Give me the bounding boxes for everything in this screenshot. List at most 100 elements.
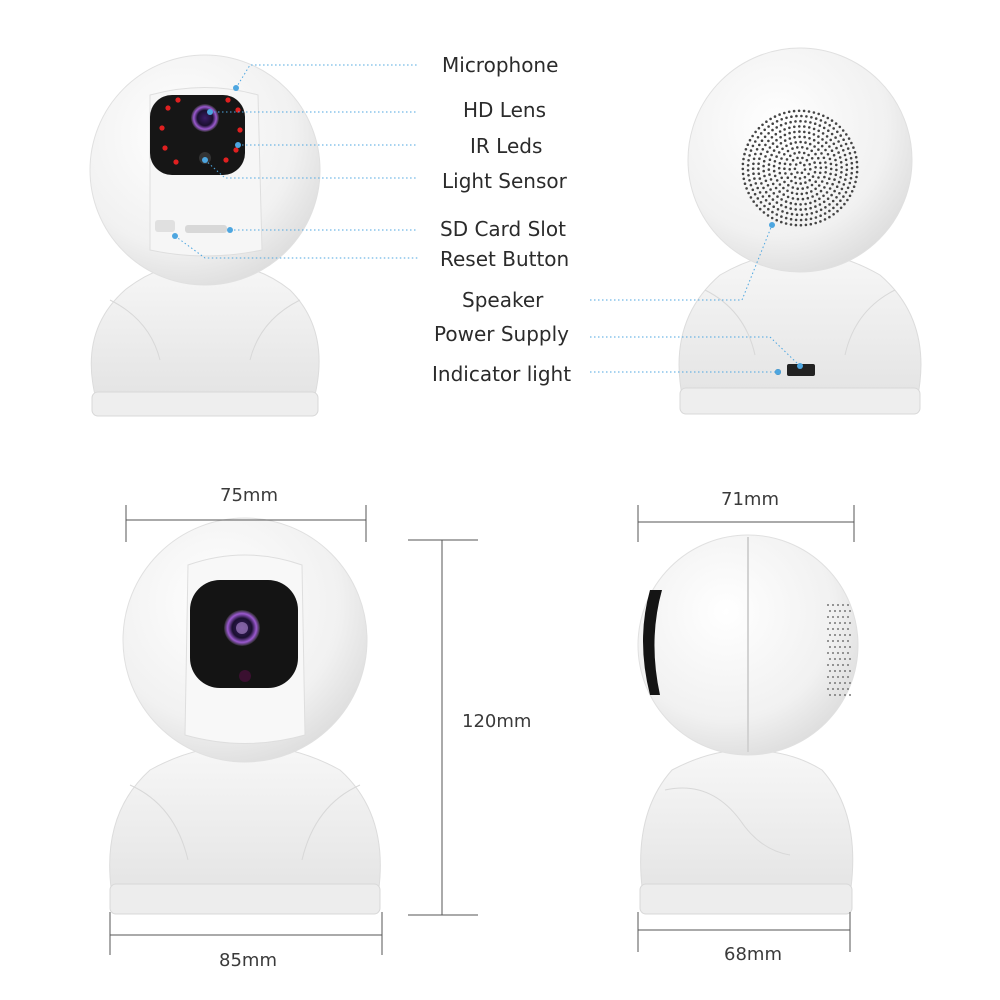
speaker-hole <box>845 173 848 176</box>
speaker-hole <box>827 129 830 132</box>
dim-front-top-width: 75mm <box>220 485 278 506</box>
speaker-hole <box>845 163 848 167</box>
speaker-hole <box>842 604 844 606</box>
dim-height: 120mm <box>462 711 531 732</box>
dim-side-top-width: 71mm <box>721 489 779 510</box>
speaker-hole <box>758 191 762 194</box>
speaker-hole <box>771 210 774 214</box>
speaker-hole <box>817 156 820 160</box>
speaker-hole <box>819 214 822 217</box>
speaker-hole <box>842 640 844 642</box>
speaker-hole <box>780 176 783 180</box>
speaker-hole <box>748 138 752 142</box>
speaker-hole <box>840 171 843 174</box>
speaker-hole <box>844 658 846 660</box>
speaker-hole <box>810 116 813 119</box>
speaker-hole <box>767 163 771 166</box>
speaker-hole <box>748 179 751 182</box>
speaker-hole <box>820 152 823 155</box>
speaker-hole <box>817 176 820 179</box>
speaker-hole <box>834 694 836 696</box>
speaker-hole <box>830 132 834 136</box>
speaker-hole <box>842 652 844 654</box>
speaker-hole <box>796 171 799 174</box>
speaker-hole <box>836 209 839 213</box>
label-speaker: Speaker <box>462 288 544 312</box>
speaker-hole <box>829 610 831 612</box>
speaker-hole <box>823 175 826 179</box>
speaker-hole <box>844 610 846 612</box>
speaker-hole <box>783 180 786 184</box>
speaker-hole <box>785 144 788 148</box>
speaker-hole <box>761 195 765 198</box>
speaker-hole <box>835 203 839 206</box>
speaker-hole <box>743 182 747 185</box>
speaker-hole <box>781 210 784 213</box>
speaker-hole <box>800 192 804 196</box>
speaker-hole <box>775 138 778 142</box>
speaker-hole <box>784 216 788 220</box>
speaker-hole <box>839 646 841 648</box>
dimension-lines <box>109 505 855 955</box>
speaker-hole <box>801 156 804 160</box>
speaker-hole <box>832 628 834 630</box>
speaker-hole <box>758 177 762 180</box>
speaker-hole <box>807 153 810 157</box>
speaker-hole <box>799 218 803 222</box>
speaker-hole <box>790 212 794 216</box>
speaker-hole <box>834 634 836 636</box>
speaker-hole <box>828 177 831 180</box>
speaker-hole <box>809 222 813 226</box>
speaker-hole <box>779 142 783 145</box>
speaker-hole <box>849 694 851 696</box>
speaker-hole <box>829 694 831 696</box>
speaker-hole <box>844 634 846 636</box>
speaker-hole <box>749 196 753 199</box>
speaker-hole <box>783 153 786 156</box>
speaker-hole <box>789 201 793 205</box>
speaker-hole <box>772 205 775 208</box>
speaker-hole <box>780 118 783 121</box>
speaker-hole <box>852 185 856 188</box>
speaker-hole <box>827 676 829 678</box>
speaker-hole <box>778 161 782 165</box>
speaker-hole <box>797 109 801 113</box>
speaker-hole <box>823 186 826 189</box>
speaker-hole <box>829 658 831 660</box>
speaker-hole <box>783 139 787 142</box>
speaker-hole <box>786 176 790 179</box>
speaker-hole <box>842 676 844 678</box>
speaker-hole <box>809 167 812 171</box>
speaker-hole <box>804 202 807 206</box>
speaker-hole <box>807 131 811 135</box>
speaker-hole <box>780 220 783 224</box>
speaker-hole <box>755 204 759 207</box>
speaker-hole <box>741 172 745 176</box>
speaker-hole <box>798 135 801 139</box>
speaker-hole <box>827 616 829 618</box>
speaker-hole <box>802 151 806 155</box>
speaker-hole <box>764 143 767 147</box>
speaker-hole <box>754 152 757 156</box>
speaker-hole <box>844 191 848 194</box>
speaker-hole <box>749 183 753 187</box>
speaker-hole <box>799 140 802 144</box>
speaker-hole <box>822 156 826 160</box>
speaker-hole <box>818 161 822 165</box>
speaker-hole <box>844 670 846 672</box>
speaker-hole <box>822 126 826 130</box>
speaker-hole <box>835 168 838 172</box>
speaker-hole <box>822 194 825 198</box>
speaker-hole <box>752 172 755 175</box>
speaker-grille <box>741 109 859 227</box>
speaker-hole <box>837 628 839 630</box>
speaker-hole <box>850 190 854 193</box>
speaker-hole <box>833 189 836 193</box>
speaker-hole <box>829 167 833 171</box>
speaker-hole <box>745 187 748 190</box>
label-hd-lens: HD Lens <box>463 98 546 122</box>
speaker-hole <box>839 670 841 672</box>
speaker-hole <box>794 163 798 166</box>
speaker-hole <box>780 198 783 201</box>
speaker-hole <box>790 172 793 176</box>
